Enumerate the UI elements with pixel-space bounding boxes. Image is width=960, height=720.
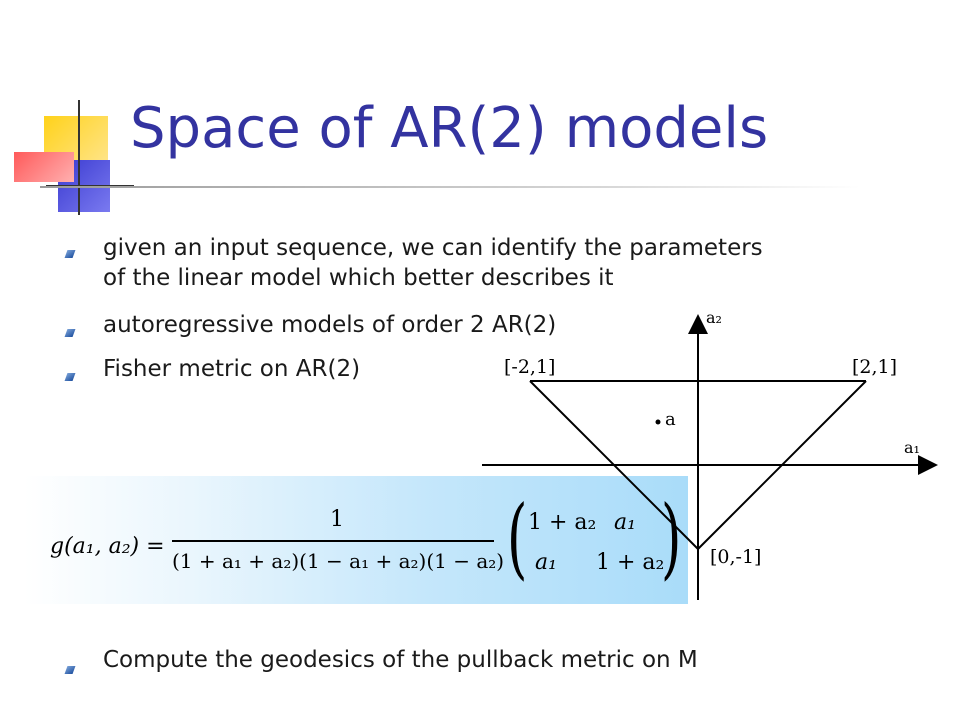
bullet-text-4: Compute the geodesics of the pullback me…	[103, 647, 698, 673]
matrix-m11: 1 + a₂	[528, 510, 597, 535]
red-square	[14, 152, 74, 182]
bullet-text-3: Fisher metric on AR(2)	[103, 356, 361, 382]
matrix-right-paren: )	[660, 486, 682, 589]
vertex-bottom-label: [0,-1]	[710, 546, 762, 568]
y-axis-label: a₂	[706, 308, 722, 327]
matrix-m12: a₁	[614, 510, 636, 535]
bullet-text-2: autoregressive models of order 2 AR(2)	[103, 312, 557, 338]
x-axis-label: a₁	[904, 438, 920, 457]
fraction-bar	[172, 540, 494, 542]
matrix-left-paren: (	[506, 486, 528, 589]
point-a-label: a	[665, 409, 676, 430]
vertical-rule	[78, 100, 80, 215]
bullet-text-1b: of the linear model which better describ…	[103, 265, 614, 291]
formula-numerator: 1	[330, 507, 344, 532]
bullet-text-1a: given an input sequence, we can identify…	[103, 235, 763, 261]
matrix-m22: 1 + a₂	[596, 550, 665, 575]
triangle-right-edge	[697, 380, 867, 550]
vertex-right-label: [2,1]	[852, 356, 898, 378]
formula-denominator: (1 + a₁ + a₂)(1 − a₁ + a₂)(1 − a₂)	[172, 549, 505, 573]
title-underline	[40, 186, 860, 188]
point-a-dot	[655, 419, 661, 425]
slide-title: Space of AR(2) models	[130, 96, 769, 161]
triangle-left-edge	[529, 380, 699, 550]
formula-lhs: g(a₁, a₂) =	[50, 534, 165, 559]
matrix-m21: a₁	[535, 550, 557, 575]
vertex-left-label: [-2,1]	[504, 356, 556, 378]
